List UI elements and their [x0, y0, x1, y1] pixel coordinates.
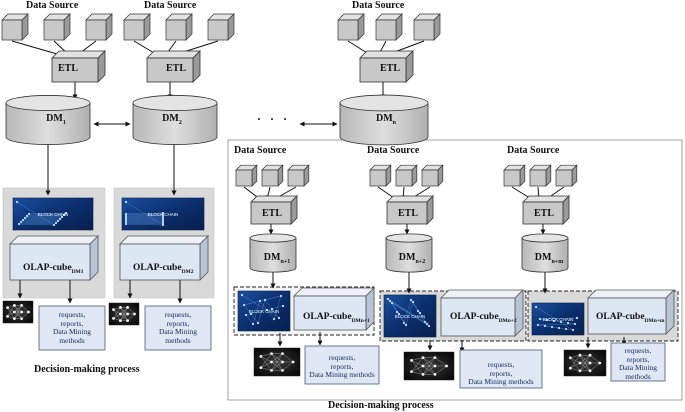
request-box-n1 [304, 345, 380, 385]
etl-box-n [359, 50, 414, 83]
data-source-boxes-n1-item-3 [287, 164, 310, 187]
data-source-boxes-2-item-3 [207, 13, 235, 41]
data-source-boxes-nm-item-3 [555, 164, 578, 187]
neural-network-nm [563, 349, 607, 377]
data-source-boxes-2-item-2 [165, 13, 193, 41]
etl-box-2 [146, 50, 201, 83]
data-source-boxes-n2 [369, 164, 444, 187]
decision-making-label-right: Decision-making process [328, 400, 434, 411]
blockchain-image-nm: BLOCK CHAIN [531, 302, 585, 336]
blockchain-text: BLOCK CHAIN [249, 309, 280, 314]
dm-label-2: DM2 [162, 113, 182, 127]
olap-cube-label-n1: OLAP-cubeDMn+1 [303, 312, 370, 324]
blockchain-text: BLOCK CHAIN [38, 212, 69, 217]
etl-label-n2: ETL [397, 208, 418, 219]
data-source-label-n: Data Source [352, 0, 405, 11]
data-source-boxes-n2-item-2 [395, 164, 418, 187]
dm-label-nm: DMn+m [534, 252, 564, 266]
data-source-boxes-n [337, 13, 441, 41]
data-mart-n [339, 94, 429, 146]
data-source-label-2: Data Source [144, 0, 197, 11]
etl-label-nm: ETL [533, 208, 554, 219]
olap-cube-1 [9, 235, 99, 281]
data-source-boxes-n1-item-2 [261, 164, 284, 187]
etl-label-n: ETL [379, 63, 400, 74]
data-mart-2 [132, 95, 218, 145]
data-source-label-n2: Data Source [367, 145, 420, 156]
neural-network-1 [2, 300, 34, 324]
data-source-boxes-1-item-3 [85, 13, 113, 41]
blockchain-image-n1: BLOCK CHAIN [237, 290, 291, 332]
etl-label-2: ETL [165, 63, 186, 74]
blockchain-text: BLOCK CHAIN [148, 212, 179, 217]
data-source-boxes-2 [123, 13, 235, 41]
blockchain-text: BLOCK CHAIN [543, 317, 574, 322]
decision-making-label-left: Decision-making process [34, 364, 140, 375]
data-source-boxes-nm-item-2 [529, 164, 552, 187]
data-source-boxes-nm-item-1 [503, 164, 526, 187]
etl-box-n1 [250, 195, 298, 225]
data-mart-1 [5, 95, 91, 145]
olap-cube-label-nm: OLAP-cubeDMn+m [596, 312, 665, 324]
olap-cube-nm [587, 289, 675, 335]
blockchain-image-1: BLOCK CHAIN [12, 197, 94, 231]
neural-network-n1 [253, 347, 301, 377]
olap-cube-2 [119, 235, 209, 281]
data-source-boxes-nm [503, 164, 578, 187]
arrow-src-etl-1-1 [11, 40, 65, 58]
request-box-text-n2: requests,reports,Data Mining methods [468, 360, 534, 387]
data-source-boxes-n2-item-1 [369, 164, 392, 187]
data-source-label-n1: Data Source [234, 145, 287, 156]
olap-cube-label-1: OLAP-cubeDM1 [23, 263, 84, 275]
neural-network-n2 [403, 351, 455, 381]
shapes-layer: BLOCK CHAIN BLOCK CHAIN BLOCK CHAIN BLOCK C… [1, 13, 675, 389]
data-source-boxes-n1 [235, 164, 310, 187]
request-box-text-n1: requests,reports,Data Mining methods [309, 353, 375, 380]
data-source-boxes-1 [1, 13, 113, 41]
data-source-boxes-1-item-1 [1, 13, 29, 41]
dm-label-1: DM1 [46, 113, 66, 127]
data-source-boxes-n-item-3 [413, 13, 441, 41]
data-mart-n1 [249, 233, 297, 273]
data-source-boxes-n2-item-3 [421, 164, 444, 187]
data-source-label-nm: Data Source [507, 145, 560, 156]
etl-box-n2 [386, 195, 434, 225]
ellipsis-dots: · · · [257, 112, 291, 126]
blockchain-image-n2: BLOCK CHAIN [383, 294, 437, 338]
etl-label-1: ETL [57, 63, 78, 74]
etl-label-n1: ETL [261, 208, 282, 219]
etl-box-nm [522, 195, 570, 225]
olap-cube-label-2: OLAP-cubeDM2 [133, 263, 194, 275]
etl-box-1 [51, 50, 106, 83]
blockchain-text: BLOCK CHAIN [395, 314, 426, 319]
data-source-boxes-n-item-2 [375, 13, 403, 41]
request-box-1 [38, 305, 106, 351]
data-source-label-1: Data Source [26, 0, 79, 11]
data-source-boxes-n-item-1 [337, 13, 365, 41]
data-mart-n2 [385, 233, 433, 273]
dm-label-n2: DMn+2 [398, 252, 426, 266]
olap-cube-label-n2: OLAP-cubeDMn+2 [450, 312, 517, 324]
data-source-boxes-n1-item-1 [235, 164, 258, 187]
neural-network-2 [108, 302, 140, 326]
request-box-2 [144, 305, 212, 351]
dm-label-n: DMn [375, 113, 396, 127]
data-source-boxes-1-item-2 [43, 13, 71, 41]
request-box-n2 [459, 349, 543, 389]
data-mart-nm [521, 233, 569, 273]
dm-label-n1: DMn+1 [263, 252, 291, 266]
olap-cube-n1 [293, 287, 375, 331]
data-source-boxes-2-item-1 [123, 13, 151, 41]
request-box-nm [610, 342, 666, 382]
blockchain-image-2: BLOCK CHAIN [121, 197, 205, 231]
olap-cube-n2 [440, 289, 524, 337]
